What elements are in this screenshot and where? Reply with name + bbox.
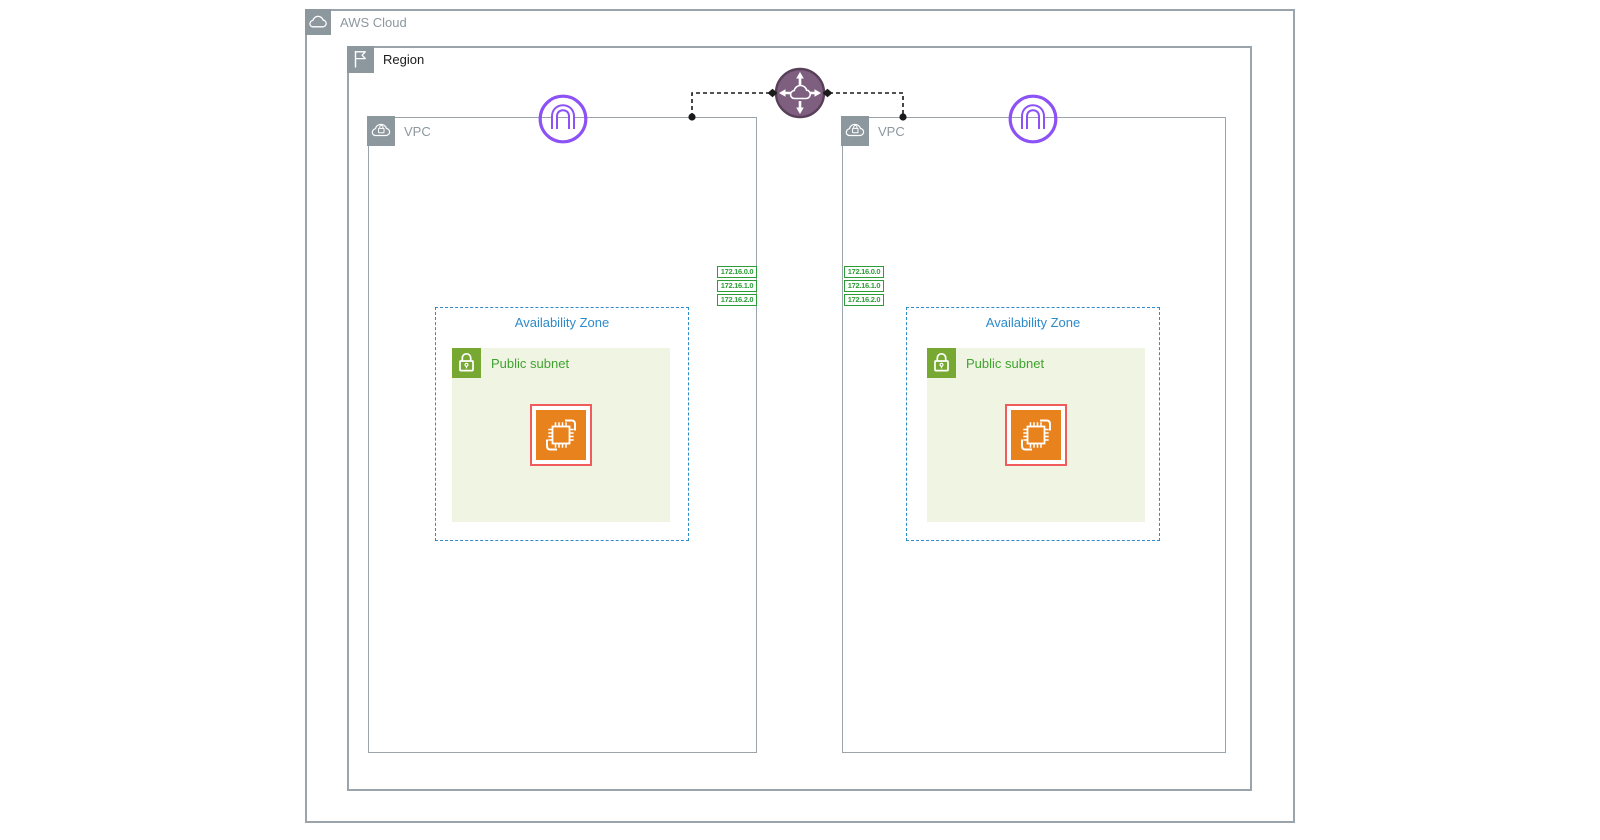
aws-cloud-label: AWS Cloud	[340, 14, 407, 30]
vpc-container-right[interactable]: VPC	[841, 116, 1226, 753]
public-subnet-lock-icon	[452, 348, 481, 378]
vpc-cloud-lock-icon	[841, 116, 869, 146]
ec2-instances-icon-body	[1011, 410, 1061, 460]
public-subnet-label: Public subnet	[966, 355, 1045, 371]
cidr-label[interactable]: 172.16.0.0	[717, 266, 757, 278]
cidr-labels-right: 172.16.0.0 172.16.1.0 172.16.2.0	[844, 266, 884, 306]
virtual-private-cloud-icon[interactable]	[537, 93, 589, 145]
public-subnet-lock-icon	[927, 348, 956, 378]
availability-zone-label: Availability Zone	[514, 315, 610, 330]
aws-cloud-icon	[305, 9, 331, 35]
availability-zone-right[interactable]: Availability Zone	[906, 307, 1160, 541]
public-subnet-label: Public subnet	[491, 355, 570, 371]
vpc-label: VPC	[404, 123, 431, 139]
vpc-cloud-lock-icon	[367, 116, 395, 146]
availability-zone-left[interactable]: Availability Zone	[435, 307, 689, 541]
availability-zone-label: Availability Zone	[985, 315, 1081, 330]
aws-cloud-container[interactable]: AWS Cloud	[305, 9, 1295, 823]
region-flag-icon	[347, 46, 374, 73]
virtual-private-cloud-icon[interactable]	[1007, 93, 1059, 145]
ec2-instances-icon[interactable]	[1005, 404, 1067, 466]
region-container[interactable]: Region	[347, 46, 1252, 791]
cidr-label[interactable]: 172.16.1.0	[717, 280, 757, 292]
cidr-label[interactable]: 172.16.0.0	[844, 266, 884, 278]
cidr-label[interactable]: 172.16.2.0	[844, 294, 884, 306]
cidr-label[interactable]: 172.16.1.0	[844, 280, 884, 292]
cidr-label[interactable]: 172.16.2.0	[717, 294, 757, 306]
region-label: Region	[383, 52, 425, 67]
ec2-instances-icon-body	[536, 410, 586, 460]
vpc-label: VPC	[878, 123, 905, 139]
cidr-labels-left: 172.16.0.0 172.16.1.0 172.16.2.0	[717, 266, 757, 306]
ec2-instances-icon[interactable]	[530, 404, 592, 466]
vpc-container-left[interactable]: VPC	[367, 116, 757, 753]
